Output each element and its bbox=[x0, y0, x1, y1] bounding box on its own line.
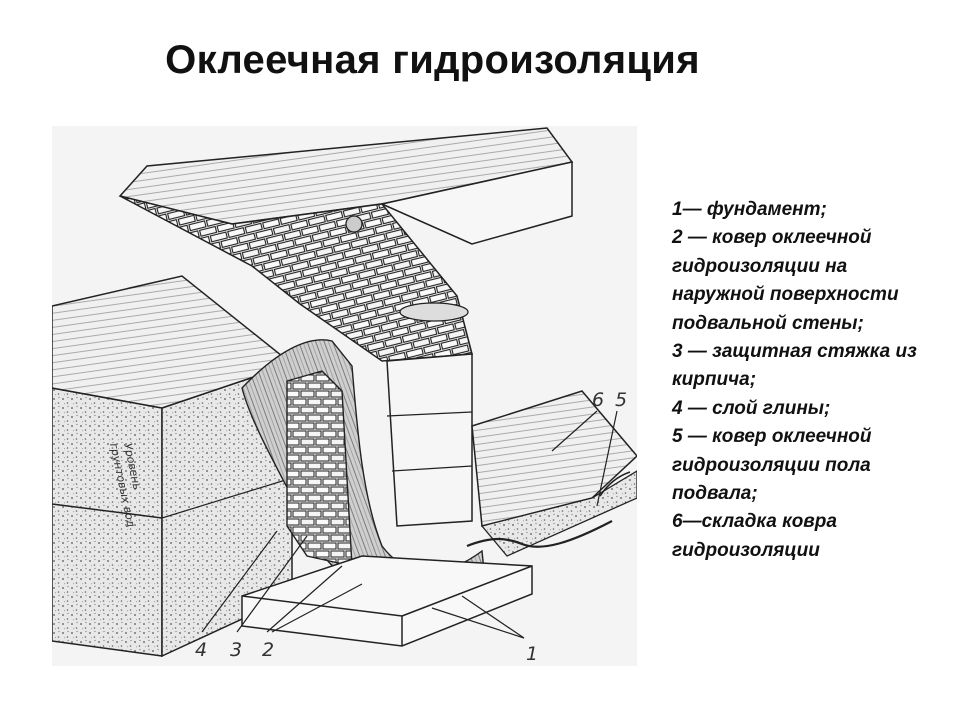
legend-line: 1— фундамент; bbox=[672, 199, 827, 220]
diagram-drawing: Уровень грунтовых вод bbox=[52, 126, 637, 666]
legend-line: гидроизоляции на bbox=[672, 255, 848, 277]
slide-title: Оклеечная гидроизоляция bbox=[165, 38, 700, 82]
legend-line: 2 — ковер оклеечной bbox=[672, 227, 872, 249]
soil-block bbox=[52, 275, 294, 658]
legend: 1— фундамент; 2 — ковер оклеечной гидрои… bbox=[672, 196, 954, 565]
leader-lines bbox=[201, 410, 618, 639]
callout-3: 3 bbox=[230, 639, 242, 661]
legend-line: подвальной стены; bbox=[672, 312, 864, 334]
brick-screed bbox=[286, 370, 353, 567]
callout-5: 5 bbox=[615, 389, 627, 411]
callout-1: 1 bbox=[526, 643, 538, 665]
basement-floor bbox=[466, 390, 637, 557]
legend-line: 4 — слой глины; bbox=[672, 397, 831, 419]
legend-line: 6—складка ковра bbox=[672, 511, 837, 533]
callout-2: 2 bbox=[262, 639, 274, 661]
callout-4: 4 bbox=[195, 639, 207, 661]
legend-line: 5 — ковер оклеечной bbox=[672, 426, 872, 448]
callout-6: 6 bbox=[592, 389, 604, 411]
brick-cover bbox=[118, 127, 574, 362]
legend-line: кирпича; bbox=[672, 369, 757, 391]
legend-line: подвала; bbox=[672, 483, 758, 505]
legend-line: гидроизоляции пола bbox=[672, 454, 871, 476]
basement-wall bbox=[386, 353, 473, 527]
legend-line: 3 — защитная стяжка из bbox=[672, 341, 917, 363]
legend-line: гидроизоляции bbox=[672, 539, 820, 561]
waterproofing-diagram: Уровень грунтовых вод bbox=[52, 126, 637, 666]
legend-line: наружной поверхности bbox=[672, 284, 899, 306]
